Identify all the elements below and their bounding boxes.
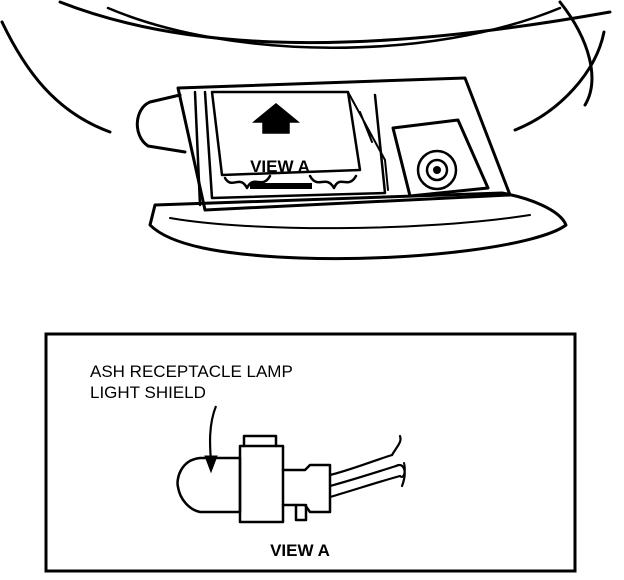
console-outer-curve [0,20,112,134]
detail-caption: VIEW A [270,541,330,560]
light-shield [176,456,242,514]
ash-receptacle-assembly [0,0,612,261]
console-inner-arc [106,6,562,49]
door-panel [210,90,362,177]
detail-label-line1: ASH RECEPTACLE LAMP [90,362,293,381]
door-clip-bar [250,183,312,189]
left-fin [135,93,187,154]
wire-end-tail [399,462,406,478]
socket-top-tab [242,434,278,448]
lamp-assembly [176,434,406,524]
socket-inner-ring [425,158,449,182]
leader-arrowhead [204,455,218,474]
console-right-edge [513,30,606,132]
upper-view-label: VIEW A [250,157,310,176]
tray-flange-inner [169,214,531,230]
tray-flange [148,191,568,261]
console-right-curve [558,0,594,107]
view-arrow-icon [251,103,301,134]
wire-2 [328,464,398,488]
socket-housing [391,118,490,198]
socket-tab-bottom [294,503,308,522]
socket-body [238,444,285,524]
wire-3 [328,474,402,499]
console-top-curve [58,0,612,45]
door-clip-teeth [223,174,358,190]
socket-outer-ring [416,149,458,191]
detail-frame [44,332,577,573]
socket-hub [433,166,441,174]
detail-label-line2: LIGHT SHIELD [90,383,206,402]
door-side [347,91,389,191]
leader-line [208,405,218,463]
door-frame [193,90,387,207]
wire-1 [328,453,394,477]
